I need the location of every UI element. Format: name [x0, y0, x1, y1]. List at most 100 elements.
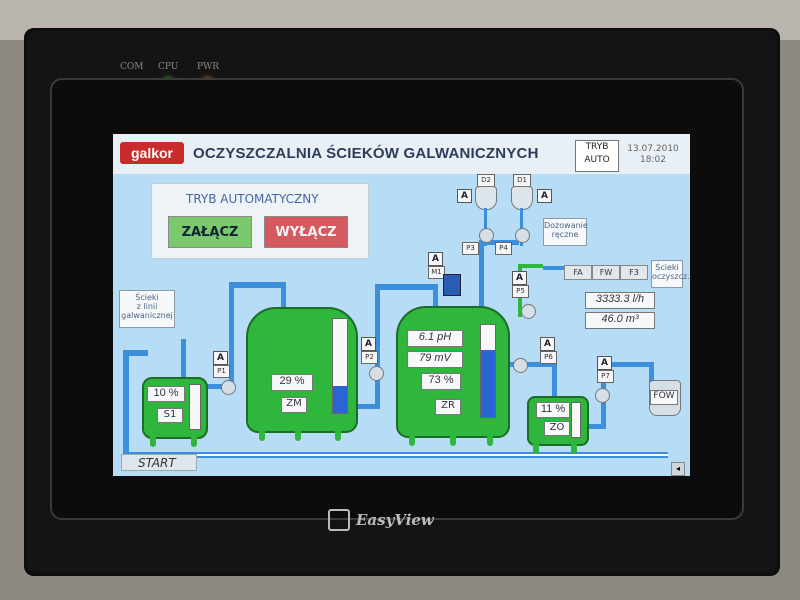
inflow-label-line3: galwanicznej: [121, 311, 173, 320]
pipe-p2-zr: [375, 284, 435, 290]
pump-p4-label: P4: [495, 242, 512, 255]
pump-p5-label: P5: [512, 285, 529, 298]
pipe-zm-p2: [357, 404, 375, 409]
pump-p7-mode[interactable]: A: [597, 356, 612, 370]
tank-s1-level: 10 %: [147, 386, 185, 402]
tank-zr-level-bar: [480, 324, 496, 418]
mixer-m1-mode[interactable]: A: [428, 252, 443, 266]
pipe-zm-in: [281, 282, 286, 312]
pump-p1-mode[interactable]: A: [213, 351, 228, 365]
tank-s1-leg: [150, 435, 156, 447]
tank-zr-level: 73 %: [421, 373, 461, 390]
dosing-d1-mode[interactable]: A: [537, 189, 552, 203]
pipe-s1-p1: [205, 384, 229, 389]
inflow-pipe-from-line: [181, 339, 186, 379]
tank-zr-ph: 6.1 pH: [407, 330, 463, 347]
hmi-screen: galkor OCZYSZCZALNIA ŚCIEKÓW GALWANICZNY…: [113, 134, 690, 476]
filter-f3[interactable]: F3: [620, 265, 648, 280]
pump-p7-label: P7: [597, 370, 614, 383]
tank-zr-leg: [409, 434, 415, 446]
date: 13.07.2010: [627, 144, 679, 154]
tank-zr-redox: 79 mV: [407, 351, 463, 368]
pump-p1-label: P1: [213, 365, 230, 378]
tank-zm-leg: [259, 429, 265, 441]
pipe-p2-up: [375, 286, 380, 409]
led-label-pwr: PWR: [197, 62, 220, 72]
inflow-pipe-left: [123, 352, 129, 454]
tank-zr-leg: [487, 434, 493, 446]
scroll-left-button[interactable]: ◂: [671, 462, 685, 476]
manual-dosing-line1: Dozowanie: [544, 221, 588, 230]
tank-zo-name: ZO: [544, 421, 570, 436]
pump-p3-label: P3: [462, 242, 479, 255]
mixer-m1-icon[interactable]: [443, 274, 461, 296]
pipe-to-fa: [543, 266, 571, 270]
flow-total: 46.0 m³: [585, 312, 655, 329]
filter-fa[interactable]: FA: [564, 265, 592, 280]
pipe-p7-fow: [601, 362, 649, 367]
start-button[interactable]: START: [121, 454, 197, 471]
stop-auto-button[interactable]: WYŁĄCZ: [264, 216, 348, 248]
dosing-d2-tank-icon[interactable]: [475, 186, 497, 210]
tank-zm-level-bar: [332, 318, 348, 414]
tank-zr-leg: [450, 434, 456, 446]
tank-zo-level: 11 %: [536, 402, 570, 418]
flow-rate: 3333.3 l/h: [585, 292, 655, 309]
page-title: OCZYSZCZALNIA ŚCIEKÓW GALWANICZNYCH: [193, 145, 539, 162]
tank-zo-leg: [533, 442, 539, 454]
led-label-com: COM: [120, 62, 144, 72]
pipe-p1-up: [229, 284, 234, 389]
brand-name: EasyView: [356, 511, 434, 529]
clean-outflow-label: Ścieki oczyszcz.: [651, 260, 690, 288]
dosing-d1-tank-icon[interactable]: [511, 186, 533, 210]
pump-p6-mode[interactable]: A: [540, 337, 555, 351]
touch-hand-icon: [328, 509, 350, 531]
pump-p4-icon[interactable]: [515, 228, 530, 243]
tank-s1-level-bar: [189, 384, 201, 430]
pipe-zr-p6: [507, 362, 552, 367]
main-drain-pipe-line: [123, 454, 668, 456]
pump-p3-icon[interactable]: [479, 228, 494, 243]
mixer-m1-label: M1: [428, 266, 445, 279]
manual-dosing-label: Dozowanie ręczne: [543, 218, 588, 246]
pump-p2-icon[interactable]: [369, 366, 384, 381]
pump-p5-icon[interactable]: [521, 304, 536, 319]
filter-fw[interactable]: FW: [592, 265, 620, 280]
tank-s1-name: S1: [157, 408, 183, 423]
dosing-d2-pipe: [484, 208, 487, 246]
pump-p5-mode[interactable]: A: [512, 271, 527, 285]
company-logo: galkor: [120, 142, 184, 164]
tank-zo-level-bar: [571, 402, 581, 438]
inflow-label: Ścieki z linii galwanicznej: [119, 290, 175, 328]
pump-p6-icon[interactable]: [513, 358, 528, 373]
pipe-dosing-down: [479, 244, 484, 314]
pump-p7-icon[interactable]: [595, 388, 610, 403]
time: 18:02: [640, 155, 666, 165]
start-auto-button[interactable]: ZAŁĄCZ: [168, 216, 252, 248]
manual-dosing-line2: ręczne: [551, 230, 579, 239]
clean-outflow-line1: Ścieki: [655, 263, 679, 272]
pump-p2-label: P2: [361, 351, 378, 364]
mode-indicator[interactable]: TRYB AUTO: [575, 140, 619, 172]
clean-outflow-line2: oczyszcz.: [652, 272, 690, 281]
mode-value: AUTO: [584, 155, 610, 165]
mode-label: TRYB: [585, 142, 609, 152]
dosing-d2-mode[interactable]: A: [457, 189, 472, 203]
brand-logo: EasyView: [328, 508, 434, 532]
filter-fow-name: FOW: [650, 390, 678, 405]
pipe-fow-in: [649, 362, 654, 382]
pump-p1-icon[interactable]: [221, 380, 236, 395]
green-pipe-p5-top: [518, 264, 543, 268]
tank-zm-level: 29 %: [271, 374, 313, 391]
pipe-zo-p7: [577, 424, 601, 429]
inflow-label-line2: z linii: [136, 302, 158, 311]
tank-zr-name: ZR: [435, 399, 461, 415]
auto-mode-title: TRYB AUTOMATYCZNY: [186, 192, 319, 206]
datetime: 13.07.2010 18:02: [623, 144, 683, 166]
pipe-zr-in: [433, 284, 438, 312]
auto-mode-panel: TRYB AUTOMATYCZNY ZAŁĄCZ WYŁĄCZ: [151, 183, 369, 259]
inflow-label-line1: Ścieki: [135, 293, 159, 302]
pump-p2-mode[interactable]: A: [361, 337, 376, 351]
pump-p6-label: P6: [540, 351, 557, 364]
tank-zo-leg: [571, 442, 577, 454]
